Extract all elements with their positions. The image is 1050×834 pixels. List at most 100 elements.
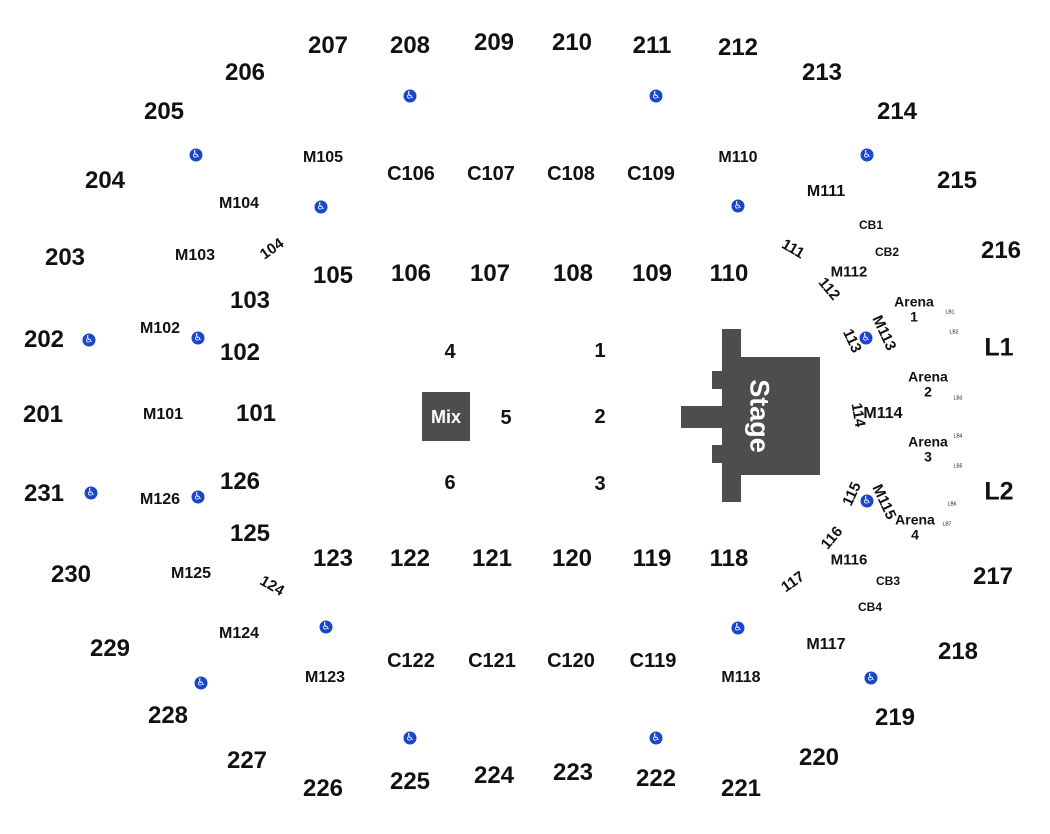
section-209[interactable]: 209 xyxy=(473,29,515,56)
section-216[interactable]: 216 xyxy=(980,237,1022,264)
section-c119[interactable]: C119 xyxy=(629,650,677,672)
section-102[interactable]: 102 xyxy=(219,339,261,366)
section-2[interactable]: 2 xyxy=(594,406,606,428)
section-214[interactable]: 214 xyxy=(876,98,918,125)
section-cb4[interactable]: CB4 xyxy=(857,600,883,614)
section-m112[interactable]: M112 xyxy=(830,263,868,281)
section-125[interactable]: 125 xyxy=(229,520,271,547)
section-m105[interactable]: M105 xyxy=(302,149,344,166)
section-m126[interactable]: M126 xyxy=(139,491,181,508)
section-106[interactable]: 106 xyxy=(390,260,432,287)
section-219[interactable]: 219 xyxy=(874,704,916,731)
section-226[interactable]: 226 xyxy=(302,775,344,802)
section-121[interactable]: 121 xyxy=(471,545,513,572)
section-123[interactable]: 123 xyxy=(312,545,354,572)
section-c107[interactable]: C107 xyxy=(467,163,515,185)
section-lb4[interactable]: LB4 xyxy=(953,433,963,440)
section-c121[interactable]: C121 xyxy=(468,650,516,672)
section-224[interactable]: 224 xyxy=(473,762,515,789)
section-107[interactable]: 107 xyxy=(469,260,511,287)
section-120[interactable]: 120 xyxy=(551,545,593,572)
section-m118[interactable]: M118 xyxy=(721,669,761,686)
section-l1[interactable]: L1 xyxy=(984,333,1014,362)
section-201[interactable]: 201 xyxy=(22,401,64,428)
section-c108[interactable]: C108 xyxy=(547,163,595,185)
section-202[interactable]: 202 xyxy=(23,326,65,353)
section-230[interactable]: 230 xyxy=(50,561,92,588)
section-m110[interactable]: M110 xyxy=(718,149,758,166)
section-lb3[interactable]: LB3 xyxy=(953,395,963,402)
section-c109[interactable]: C109 xyxy=(627,163,675,185)
section-lb5[interactable]: LB5 xyxy=(953,463,963,470)
section-108[interactable]: 108 xyxy=(552,260,594,287)
section-m123[interactable]: M123 xyxy=(304,669,346,686)
section-215[interactable]: 215 xyxy=(936,167,978,194)
section-1[interactable]: 1 xyxy=(594,340,606,362)
section-m102[interactable]: M102 xyxy=(139,320,181,337)
section-204[interactable]: 204 xyxy=(84,167,126,194)
stage-platform[interactable] xyxy=(681,329,820,502)
section-lb2[interactable]: LB2 xyxy=(949,329,959,336)
section-122[interactable]: 122 xyxy=(389,545,431,572)
arena-label-word: Arena xyxy=(908,368,948,385)
wheelchair-icon: ♿ xyxy=(731,199,745,213)
section-114[interactable]: 114 xyxy=(847,401,869,429)
section-cb1[interactable]: CB1 xyxy=(858,218,884,232)
section-203[interactable]: 203 xyxy=(44,244,86,271)
section-206[interactable]: 206 xyxy=(224,59,266,86)
section-126[interactable]: 126 xyxy=(219,468,261,495)
section-cb2[interactable]: CB2 xyxy=(874,245,900,259)
section-210[interactable]: 210 xyxy=(551,29,593,56)
section-m124[interactable]: M124 xyxy=(218,625,260,642)
section-101[interactable]: 101 xyxy=(235,400,277,427)
section-109[interactable]: 109 xyxy=(631,260,673,287)
section-227[interactable]: 227 xyxy=(226,747,268,774)
section-213[interactable]: 213 xyxy=(801,59,843,86)
section-208[interactable]: 208 xyxy=(389,32,431,59)
section-220[interactable]: 220 xyxy=(798,744,840,771)
section-m114[interactable]: M114 xyxy=(863,405,903,422)
section-218[interactable]: 218 xyxy=(937,638,979,665)
section-m116[interactable]: M116 xyxy=(830,551,868,569)
section-103[interactable]: 103 xyxy=(229,287,271,314)
section-231[interactable]: 231 xyxy=(23,480,65,507)
section-m125[interactable]: M125 xyxy=(170,565,212,582)
section-119[interactable]: 119 xyxy=(632,545,672,572)
section-lb7[interactable]: LB7 xyxy=(942,521,952,528)
section-118[interactable]: 118 xyxy=(709,545,749,572)
section-212[interactable]: 212 xyxy=(717,34,759,61)
section-m101[interactable]: M101 xyxy=(142,406,184,423)
section-211[interactable]: 211 xyxy=(632,32,672,59)
section-225[interactable]: 225 xyxy=(389,768,431,795)
section-229[interactable]: 229 xyxy=(89,635,131,662)
section-c122[interactable]: C122 xyxy=(387,650,435,672)
section-110[interactable]: 110 xyxy=(709,260,749,287)
section-6[interactable]: 6 xyxy=(444,472,456,494)
section-207[interactable]: 207 xyxy=(307,32,349,59)
section-l2[interactable]: L2 xyxy=(984,477,1014,506)
mix-position[interactable] xyxy=(422,392,470,441)
section-cb3[interactable]: CB3 xyxy=(875,574,901,588)
section-4[interactable]: 4 xyxy=(444,341,456,363)
section-c120[interactable]: C120 xyxy=(547,650,595,672)
section-c106[interactable]: C106 xyxy=(387,163,435,185)
section-m104[interactable]: M104 xyxy=(218,195,260,212)
section-205[interactable]: 205 xyxy=(143,98,185,125)
section-217[interactable]: 217 xyxy=(972,563,1014,590)
section-lb1[interactable]: LB1 xyxy=(945,309,955,316)
section-105[interactable]: 105 xyxy=(312,262,354,289)
section-221[interactable]: 221 xyxy=(720,775,762,802)
section-m111[interactable]: M111 xyxy=(806,183,846,200)
section-5[interactable]: 5 xyxy=(500,407,512,429)
section-222[interactable]: 222 xyxy=(635,765,677,792)
section-228[interactable]: 228 xyxy=(147,702,189,729)
section-223[interactable]: 223 xyxy=(552,759,594,786)
section-3[interactable]: 3 xyxy=(594,473,606,495)
section-m117[interactable]: M117 xyxy=(806,636,846,653)
section-lb6[interactable]: LB6 xyxy=(947,501,957,508)
section-m103[interactable]: M103 xyxy=(174,247,216,264)
